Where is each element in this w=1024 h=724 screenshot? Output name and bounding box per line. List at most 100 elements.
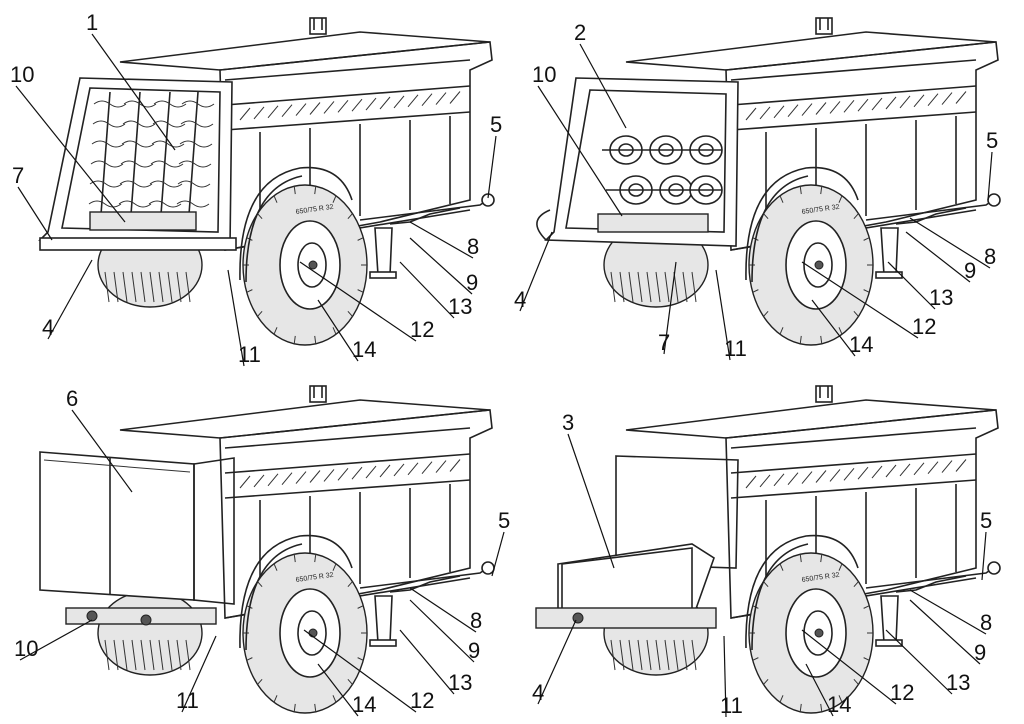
beater-tine bbox=[176, 200, 210, 208]
callout-label: 4 bbox=[42, 315, 54, 340]
callout-leader bbox=[887, 261, 936, 310]
grille-slat bbox=[955, 459, 967, 472]
gearbox-bolt bbox=[140, 614, 152, 626]
rear-tread bbox=[149, 271, 155, 303]
callout-label: 13 bbox=[946, 670, 970, 695]
front-tread bbox=[273, 563, 278, 571]
callout-label: 11 bbox=[720, 693, 743, 718]
rear-tread bbox=[149, 639, 155, 671]
rear-tread bbox=[122, 271, 128, 303]
mudguard bbox=[239, 534, 353, 649]
beater-tine bbox=[93, 100, 127, 108]
callout-label: 11 bbox=[724, 336, 747, 361]
grille-slat bbox=[857, 98, 869, 112]
support-stand bbox=[880, 227, 899, 276]
hub-cap bbox=[814, 628, 824, 638]
grille-slat bbox=[871, 97, 883, 111]
callout-leader bbox=[805, 663, 834, 717]
front-tread bbox=[779, 695, 784, 703]
beater-tine bbox=[148, 200, 182, 208]
callout-label: 7 bbox=[12, 163, 24, 188]
grille-slat bbox=[253, 106, 265, 120]
rear-tread bbox=[610, 639, 616, 671]
callout-leader bbox=[399, 261, 455, 319]
grille-slat bbox=[323, 101, 335, 114]
stand-foot bbox=[875, 639, 903, 647]
rear-tread bbox=[619, 271, 625, 303]
front-tread bbox=[779, 195, 784, 203]
callout-label: 9 bbox=[964, 258, 976, 283]
hopper-top-rim bbox=[119, 399, 491, 439]
grille-slat bbox=[787, 472, 799, 486]
callout-leader bbox=[71, 409, 133, 493]
front-tread bbox=[853, 310, 859, 317]
front-tread bbox=[799, 186, 802, 195]
beater-tine bbox=[178, 160, 212, 168]
callout-label: 11 bbox=[238, 342, 261, 367]
rear-tread bbox=[664, 271, 670, 303]
disc-gearbox bbox=[597, 213, 709, 233]
rear-tread bbox=[185, 639, 191, 671]
beater-tine bbox=[88, 200, 122, 208]
grille-slat bbox=[871, 465, 883, 479]
callout-leader bbox=[811, 299, 856, 357]
gearbox-bolt bbox=[572, 612, 584, 624]
middle-rail bbox=[224, 111, 471, 131]
rear-tread bbox=[167, 639, 173, 671]
callout-label: 8 bbox=[980, 610, 992, 635]
middle-rail bbox=[224, 479, 471, 499]
callout-label: 6 bbox=[66, 386, 78, 411]
handle-loop bbox=[536, 209, 551, 241]
top-bracket bbox=[815, 385, 833, 403]
callout-label: 13 bbox=[448, 294, 472, 319]
grille-slat bbox=[295, 103, 307, 116]
grille-slat bbox=[857, 466, 869, 480]
callout-leader bbox=[227, 269, 245, 367]
grille-slat bbox=[801, 471, 813, 484]
callout-label: 5 bbox=[490, 112, 502, 137]
callout-label: 14 bbox=[352, 692, 376, 717]
callout-leader bbox=[19, 619, 93, 661]
grille-slat bbox=[843, 467, 855, 481]
upper-rail bbox=[224, 59, 471, 81]
upper-rail-lower bbox=[730, 85, 977, 106]
beater-tine bbox=[153, 100, 187, 108]
grille-slat bbox=[899, 463, 911, 477]
callout-label: 4 bbox=[514, 287, 526, 312]
front-tread bbox=[752, 289, 759, 293]
callout-leader bbox=[579, 43, 627, 129]
callout-leader bbox=[519, 231, 553, 312]
callout-leader bbox=[303, 629, 417, 713]
rear-tread bbox=[176, 271, 182, 303]
front-tread bbox=[257, 581, 263, 588]
rear-frame-inner bbox=[61, 87, 221, 233]
front-tread bbox=[314, 703, 317, 712]
front-tread bbox=[838, 327, 843, 335]
grille-slat bbox=[267, 473, 279, 487]
rear-tread bbox=[664, 639, 670, 671]
rear-tire bbox=[97, 590, 203, 676]
front-tread bbox=[347, 310, 353, 317]
hub-cap bbox=[308, 628, 318, 638]
rear-tread bbox=[167, 271, 173, 303]
rear-tread bbox=[131, 639, 137, 671]
front-tread bbox=[820, 554, 823, 563]
hydraulic-hose bbox=[389, 207, 461, 225]
middle-rail bbox=[730, 479, 977, 499]
front-tread bbox=[347, 213, 353, 220]
front-tread bbox=[763, 678, 769, 685]
callout-label: 10 bbox=[10, 62, 34, 87]
rear-tread bbox=[113, 639, 119, 671]
front-tread bbox=[332, 695, 337, 703]
grille-slat bbox=[787, 104, 799, 118]
lower-gearbox bbox=[65, 607, 217, 625]
upper-rail bbox=[730, 59, 977, 81]
grille-slat bbox=[955, 91, 967, 104]
beater-tine bbox=[152, 120, 186, 128]
callout-leader bbox=[537, 619, 577, 705]
flap-side bbox=[193, 457, 235, 605]
beater-shaft bbox=[99, 91, 111, 229]
grille-slat bbox=[393, 463, 405, 477]
callout-leader bbox=[663, 261, 677, 355]
